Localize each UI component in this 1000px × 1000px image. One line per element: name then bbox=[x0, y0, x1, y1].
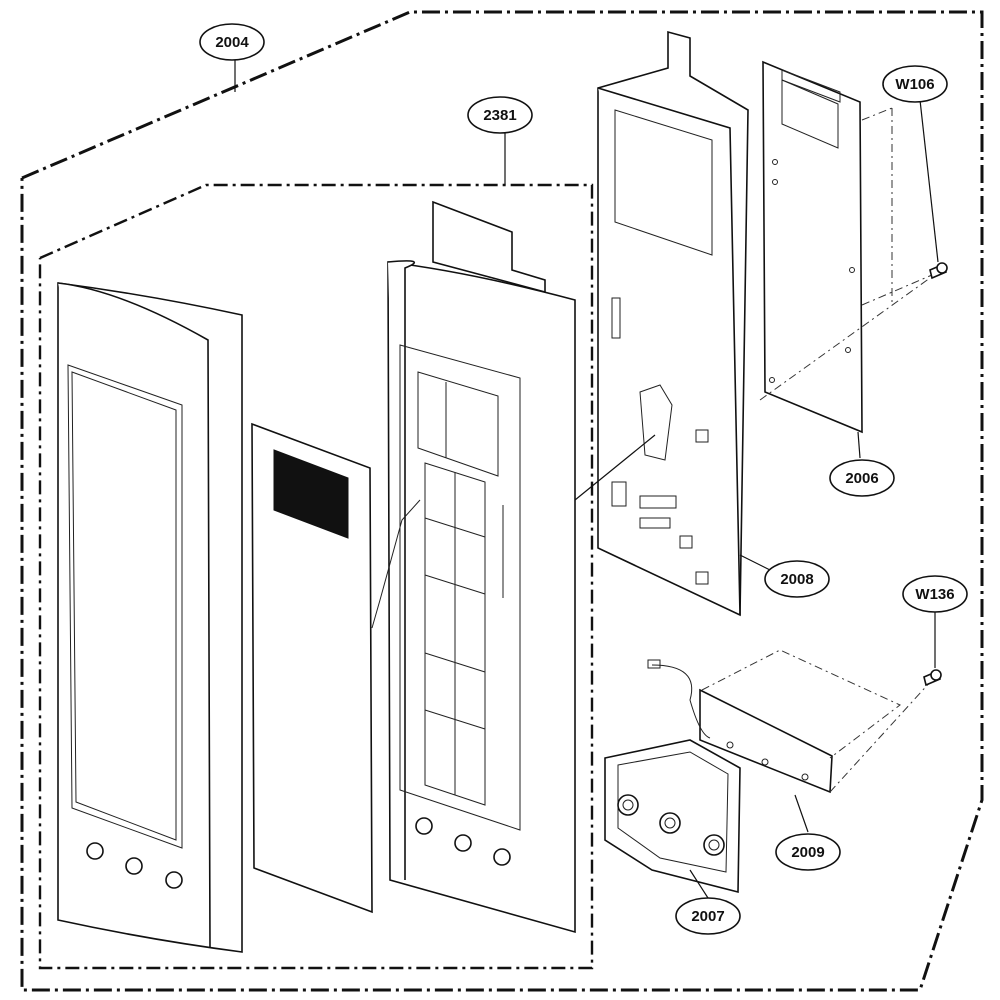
callout-2006: 2006 bbox=[829, 459, 895, 497]
callout-label: 2381 bbox=[483, 107, 516, 124]
knob-holder-2007 bbox=[604, 739, 741, 894]
assembly-boundary-2004 bbox=[20, 10, 984, 992]
callout-label: W136 bbox=[915, 586, 954, 603]
callout-2009: 2009 bbox=[775, 833, 841, 871]
callout-label: 2006 bbox=[845, 470, 878, 487]
callout-label: 2009 bbox=[791, 844, 824, 861]
screw-w106 bbox=[929, 262, 948, 280]
sub-pcb-2009 bbox=[647, 649, 933, 794]
callout-label: W106 bbox=[895, 76, 934, 93]
callout-2004: 2004 bbox=[199, 23, 265, 61]
pcb-board bbox=[759, 60, 933, 434]
mounting-bracket bbox=[597, 30, 749, 617]
control-panel-housing bbox=[371, 200, 576, 934]
callout-label: 2004 bbox=[215, 34, 249, 51]
callout-label: 2008 bbox=[780, 571, 813, 588]
callout-w106: W106 bbox=[882, 65, 948, 103]
screw-w136 bbox=[923, 669, 942, 687]
callout-2007: 2007 bbox=[675, 897, 741, 935]
callout-2381: 2381 bbox=[467, 96, 533, 134]
callout-label: 2007 bbox=[691, 908, 724, 925]
membrane-sheet bbox=[251, 422, 373, 914]
callout-2008: 2008 bbox=[764, 560, 830, 598]
assembly-boundary-2381 bbox=[38, 183, 594, 970]
callout-w136: W136 bbox=[902, 575, 968, 613]
front-panel-frame bbox=[57, 282, 243, 953]
